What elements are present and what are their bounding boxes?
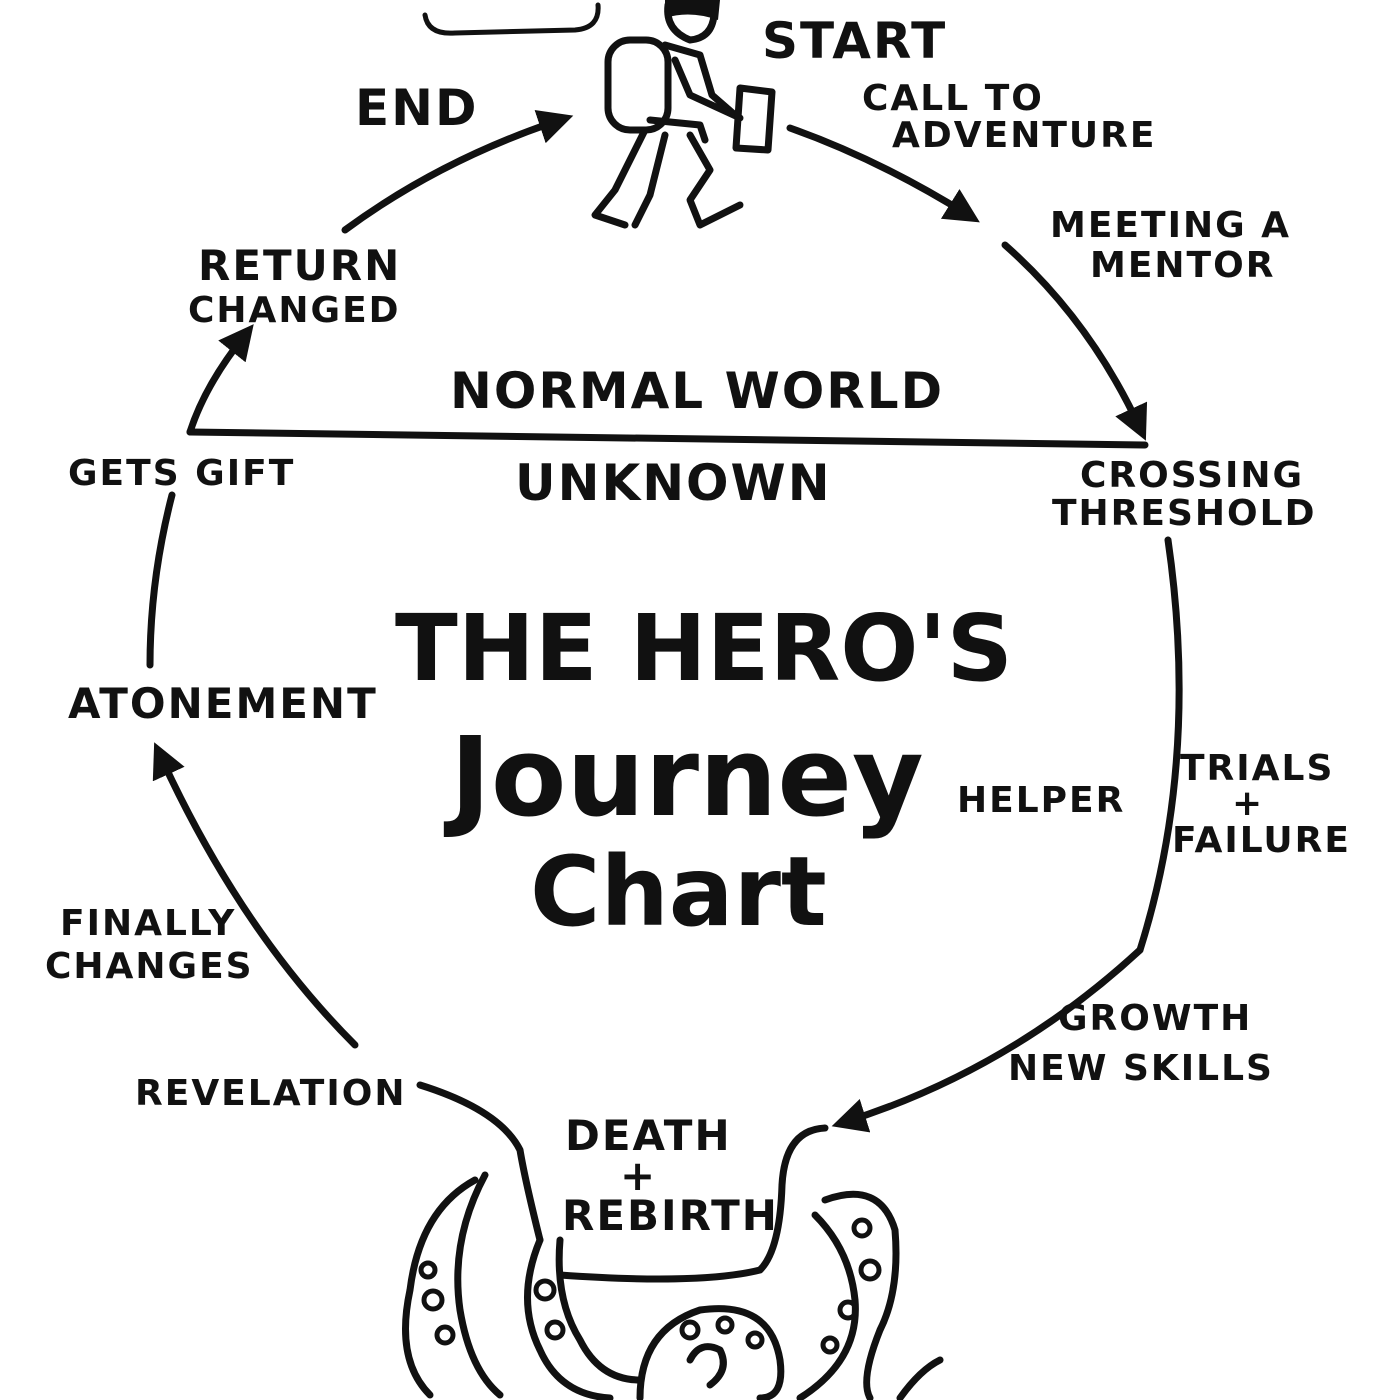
- arrow-revelation: [152, 742, 359, 1049]
- stage-gets-gift: GETS GIFT: [68, 453, 295, 494]
- stage-end: END: [355, 79, 479, 137]
- arrow-end: [341, 110, 574, 234]
- cloud-icon: [422, 2, 601, 36]
- arrow-call-to-adventure: [786, 124, 980, 223]
- normal-world-label: NORMAL WORLD: [450, 362, 944, 420]
- threshold-line: [186, 428, 1149, 449]
- stage-return-changed-2: CHANGED: [188, 290, 401, 331]
- stage-trials-2: +: [1232, 783, 1264, 824]
- tentacle-monster-icon: [402, 1081, 944, 1400]
- stage-trials-1: TRIALS: [1180, 748, 1334, 789]
- stage-death-rebirth-3: REBIRTH: [562, 1191, 779, 1240]
- page-title-line-1: THE HERO'S: [395, 595, 1013, 702]
- arrow-meeting-mentor: [1001, 241, 1148, 441]
- stage-growth-2: NEW SKILLS: [1008, 1048, 1274, 1089]
- stage-finally-changes-1: FINALLY: [60, 903, 236, 944]
- stage-revelation: REVELATION: [135, 1073, 406, 1114]
- stage-call-to-adventure-2: ADVENTURE: [892, 115, 1156, 156]
- journey-cycle: [146, 110, 1183, 1133]
- stage-start: START: [762, 12, 947, 70]
- page-title-line-3: Chart: [530, 836, 827, 948]
- stage-helper: HELPER: [957, 780, 1125, 821]
- stage-atonement: ATONEMENT: [68, 679, 378, 728]
- stage-growth-1: GROWTH: [1058, 998, 1252, 1039]
- stage-finally-changes-2: CHANGES: [45, 946, 254, 987]
- stage-death-rebirth-2: +: [620, 1151, 657, 1200]
- stage-trials-3: FAILURE: [1172, 820, 1351, 861]
- stage-death-rebirth-1: DEATH: [565, 1111, 732, 1160]
- stage-crossing-threshold-2: THRESHOLD: [1052, 493, 1316, 534]
- unknown-label: UNKNOWN: [515, 454, 832, 512]
- arrow-growth: [831, 946, 1144, 1133]
- stage-call-to-adventure-1: CALL TO: [862, 78, 1044, 119]
- stage-meeting-mentor-2: MENTOR: [1090, 245, 1275, 286]
- arrow-return: [186, 324, 254, 436]
- arc-trials: [1136, 536, 1183, 954]
- stage-crossing-threshold-1: CROSSING: [1080, 455, 1304, 496]
- stage-return-changed-1: RETURN: [198, 241, 401, 290]
- page-title-line-2: Journey: [443, 713, 924, 841]
- arc-atonement: [146, 491, 176, 669]
- stage-meeting-mentor-1: MEETING A: [1050, 205, 1291, 246]
- hiker-with-backpack-icon: [591, 0, 776, 229]
